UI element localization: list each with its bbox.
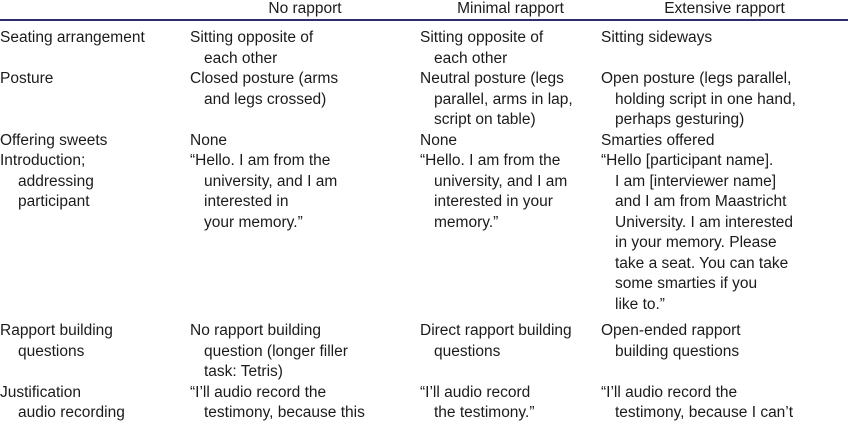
cell-extensive-rapport: “I’ll audio record the testimony, becaus… <box>601 383 794 422</box>
cell-minimal-rapport: Sitting opposite of each other <box>420 29 544 67</box>
cell-no-rapport: “Hello. I am from the university, and I … <box>190 152 338 231</box>
column-header-extensive-rapport: Extensive rapport <box>601 0 848 21</box>
cell-no-rapport: “I’ll audio record the testimony, becaus… <box>190 383 365 422</box>
cell-extensive-rapport: Open posture (legs parallel, holding scr… <box>601 70 796 128</box>
row-label: Introduction; addressing participant <box>0 152 94 210</box>
cell-extensive-rapport: Sitting sideways <box>601 29 713 46</box>
row-label: Seating arrangement <box>0 29 145 46</box>
cell-extensive-rapport: Smarties offered <box>601 131 715 149</box>
cell-minimal-rapport: None <box>420 131 458 149</box>
cell-extensive-rapport: Open-ended rapport building questions <box>601 322 741 360</box>
cell-no-rapport: Sitting opposite of each other <box>190 29 314 67</box>
cell-minimal-rapport: “Hello. I am from the university, and I … <box>420 152 568 231</box>
cell-no-rapport: None <box>190 131 228 149</box>
cell-minimal-rapport: Direct rapport building questions <box>420 322 572 360</box>
cell-minimal-rapport: “I’ll audio record the testimony.” <box>420 383 535 422</box>
table-row-rapport-building-questions: Rapport building questions No rapport bu… <box>0 315 848 383</box>
row-label: Rapport building questions <box>0 322 113 360</box>
header-row: No rapport Minimal rapport Extensive rap… <box>0 0 848 21</box>
column-header-no-rapport: No rapport <box>190 0 420 21</box>
row-label: Justification audio recording <box>0 383 125 422</box>
table-row-introduction: Introduction; addressing participant “He… <box>0 151 848 315</box>
column-header-minimal-rapport: Minimal rapport <box>420 0 601 21</box>
cell-extensive-rapport: “Hello [participant name]. I am [intervi… <box>601 152 794 313</box>
cell-minimal-rapport: Neutral posture (legs parallel, arms in … <box>420 70 573 128</box>
table-row-seating-arrangement: Seating arrangement Sitting opposite of … <box>0 20 848 69</box>
row-label: Posture <box>0 70 54 87</box>
cell-no-rapport: Closed posture (arms and legs crossed) <box>190 70 339 108</box>
column-header-blank <box>0 0 190 21</box>
cell-no-rapport: No rapport building question (longer fil… <box>190 322 348 380</box>
table-row-posture: Posture Closed posture (arms and legs cr… <box>0 69 848 131</box>
row-label: Offering sweets <box>0 131 108 149</box>
table-row-offering-sweets: Offering sweets None None Smarties offer… <box>0 131 848 152</box>
table-row-justification-audio-recording: Justification audio recording “I’ll audi… <box>0 383 848 424</box>
